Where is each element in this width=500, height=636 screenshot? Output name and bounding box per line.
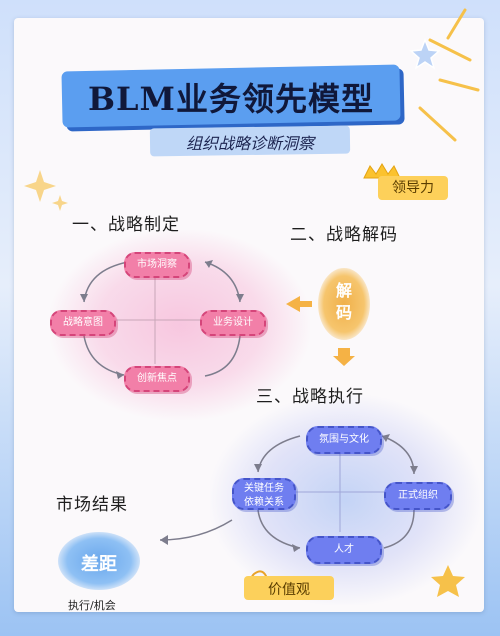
node-climate-culture: 氛围与文化 [306, 426, 382, 454]
node-innovation-focus: 创新焦点 [124, 366, 190, 392]
arrowhead-icon [160, 535, 168, 545]
sparkle-icon [24, 170, 68, 211]
values-badge: 价值观 [244, 576, 334, 600]
curved-arrow-icon [159, 519, 233, 541]
gap-subtitle: 执行/机会 [68, 599, 116, 612]
leadership-label: 领导力 [392, 180, 434, 196]
section-market-result: 市场结果 [56, 495, 128, 515]
down-arrow-icon [333, 348, 355, 366]
key-tasks-line2: 依赖关系 [244, 497, 284, 508]
values-label: 价值观 [268, 582, 310, 598]
left-arrow-icon [286, 296, 312, 312]
page-title: BLM业务领先模型 [88, 80, 374, 118]
page-subtitle: 组织战略诊断洞察 [185, 134, 314, 153]
sparkle-icon [418, 8, 480, 142]
node-market-insight: 市场洞察 [124, 252, 190, 278]
gap-label: 差距 [81, 554, 117, 575]
node-formal-org: 正式组织 [384, 482, 452, 510]
node-business-design: 业务设计 [200, 310, 266, 336]
star-icon [409, 37, 441, 70]
leadership-badge: 领导力 [378, 176, 448, 200]
gap-blob [58, 532, 140, 590]
node-talent: 人才 [306, 536, 382, 564]
decode-text: 解码 [335, 281, 352, 322]
section-strategy-execution: 三、战略执行 [256, 387, 364, 407]
decode-label: 解码 [318, 280, 370, 324]
section-strategy-decoding: 二、战略解码 [290, 225, 398, 245]
section-strategy-making: 一、战略制定 [72, 215, 180, 235]
arrowhead-icon [80, 260, 244, 379]
node-key-tasks: 关键任务 依赖关系 [232, 478, 296, 510]
key-tasks-line1: 关键任务 [244, 483, 284, 494]
star-icon [431, 565, 465, 597]
decode-blob [318, 268, 370, 340]
arrowhead-icon [254, 434, 418, 552]
node-strategic-intent: 战略意图 [50, 310, 116, 336]
